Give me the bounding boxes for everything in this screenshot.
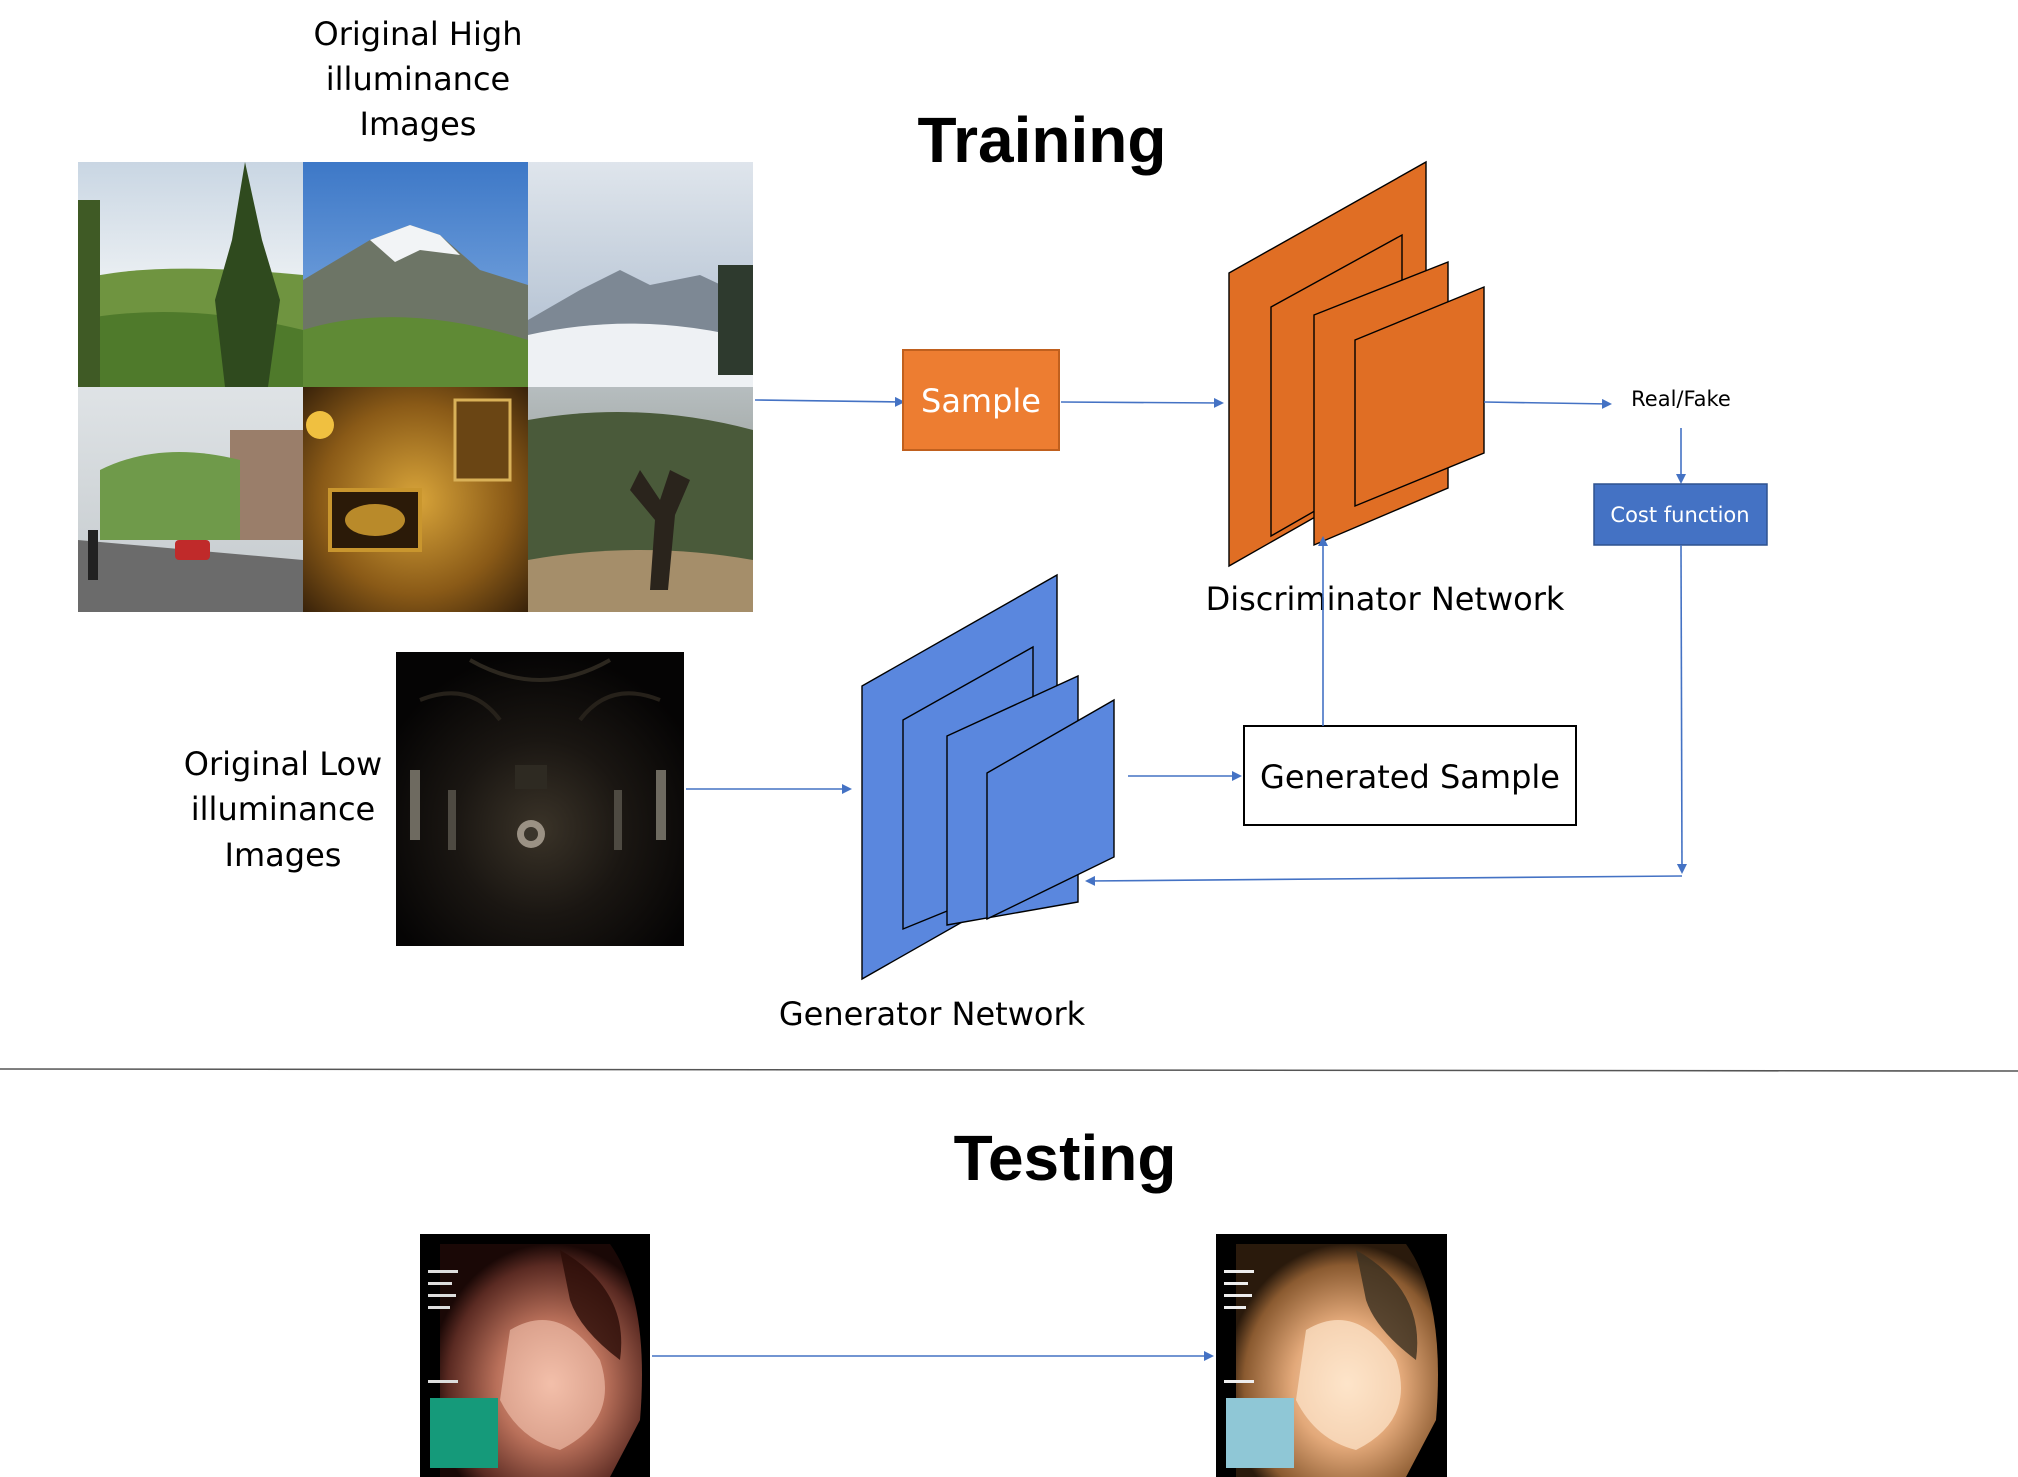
- real-fake-label: Real/Fake: [1631, 387, 1731, 411]
- discriminator-label: Discriminator Network: [1206, 580, 1565, 618]
- low-label-line-1: Original Low: [184, 745, 382, 783]
- generator-network-icon: [861, 573, 1115, 981]
- photo-tile-interior: [303, 387, 528, 612]
- photo-collage-icon: [78, 162, 753, 612]
- sample-label: Sample: [921, 382, 1041, 420]
- photo-tile-snow: [528, 162, 753, 387]
- discriminator-network-icon: [1228, 160, 1485, 568]
- generated-sample-box: Generated Sample: [1243, 725, 1577, 826]
- high-illuminance-label: Original High illuminance Images: [314, 15, 523, 143]
- dark-church-photo-icon: [396, 652, 684, 946]
- high-label-line-1: Original High: [314, 15, 523, 53]
- photo-tile-landscape: [78, 162, 303, 387]
- arrow-sample-to-discriminator: [1060, 397, 1224, 408]
- arrow-cost-down: [1676, 544, 1687, 874]
- training-title: Training: [918, 104, 1167, 176]
- arrow-cost-to-generator: [1085, 875, 1683, 886]
- photo-tile-mountain: [303, 162, 528, 387]
- high-label-line-3: Images: [360, 105, 477, 143]
- sample-box: Sample: [902, 349, 1060, 451]
- cost-function-box: Cost function: [1593, 483, 1768, 546]
- photo-tile-valley: [528, 387, 753, 612]
- endoscopy-dark-photo-icon: [420, 1234, 650, 1477]
- testing-title: Testing: [954, 1122, 1177, 1194]
- arrow-collage-to-sample: [754, 396, 905, 407]
- low-illuminance-label: Original Low illuminance Images: [184, 745, 382, 874]
- generated-sample-label: Generated Sample: [1260, 758, 1560, 796]
- low-label-line-3: Images: [225, 836, 342, 874]
- photo-tile-street: [78, 387, 303, 612]
- arrow-discriminator-to-realfake: [1483, 398, 1612, 409]
- low-label-line-2: illuminance: [191, 790, 375, 828]
- high-label-line-2: illuminance: [326, 60, 510, 98]
- section-divider: [0, 1068, 2018, 1072]
- cost-function-label: Cost function: [1610, 503, 1749, 527]
- endoscopy-enhanced-photo-icon: [1216, 1234, 1447, 1477]
- generator-label: Generator Network: [779, 995, 1086, 1033]
